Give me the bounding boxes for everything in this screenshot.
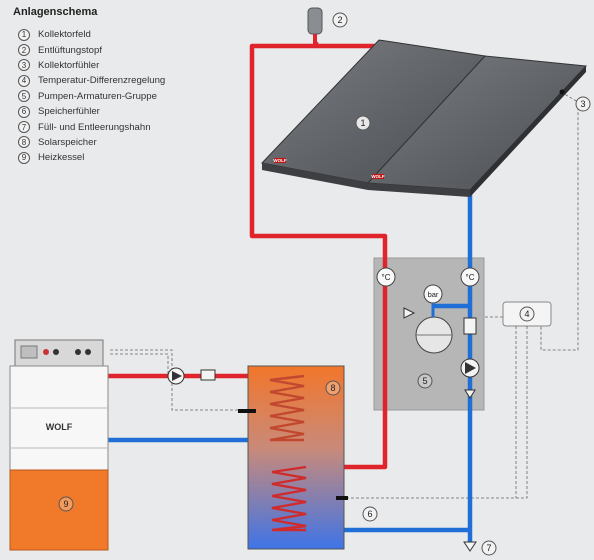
legend-item: 8 Solarspeicher xyxy=(18,135,165,150)
collector-brand-logo-2: WOLF xyxy=(371,174,384,179)
callout-9: 9 xyxy=(63,499,68,509)
legend-item: 1 Kollektorfeld xyxy=(18,27,165,42)
callout-6: 6 xyxy=(367,509,372,519)
legend-number: 7 xyxy=(18,121,30,134)
legend-label: Speicherfühler xyxy=(38,106,100,118)
legend-number: 8 xyxy=(18,136,30,149)
callout-1: 1 xyxy=(360,118,365,128)
legend-number: 9 xyxy=(18,151,30,164)
legend-item: 4 Temperatur-Differenzregelung xyxy=(18,73,165,88)
legend-list: 1 Kollektorfeld 2 Entlüftungstopf 3 Kollekt… xyxy=(18,27,165,166)
lower-heat-exchanger-coil xyxy=(271,465,307,532)
fill-drain-valve xyxy=(463,541,477,552)
temp-left-label: °C xyxy=(382,273,391,282)
check-valve xyxy=(464,389,476,399)
upper-heat-exchanger-coil xyxy=(269,374,305,442)
temp-right-label: °C xyxy=(466,273,475,282)
collector-brand-logo-1: WOLF xyxy=(273,158,286,163)
legend-label: Pumpen-Armaturen-Gruppe xyxy=(38,90,157,102)
flow-meter xyxy=(463,317,477,335)
legend-item: 3 Kollektorfühler xyxy=(18,58,165,73)
legend-label: Entlüftungstopf xyxy=(38,44,103,56)
legend-label: Kollektorfühler xyxy=(38,59,100,71)
legend-item: 9 Heizkessel xyxy=(18,150,165,165)
legend-number: 4 xyxy=(18,74,30,87)
legend-number: 2 xyxy=(18,44,30,57)
callout-3: 3 xyxy=(580,99,585,109)
callout-7: 7 xyxy=(486,543,491,553)
boiler-casing xyxy=(9,365,109,471)
callout-2: 2 xyxy=(337,15,342,25)
safety-valve xyxy=(403,307,416,319)
legend-item: 2 Entlüftungstopf xyxy=(18,42,165,57)
boiler-loop-valve xyxy=(200,369,216,381)
legend-label: Heizkessel xyxy=(38,152,85,164)
legend-item: 7 Füll- und Entleerungshahn xyxy=(18,119,165,134)
boiler-brand-logo: WOLF xyxy=(46,422,73,432)
callout-4: 4 xyxy=(524,309,529,319)
tank-sensor-lower xyxy=(336,496,348,500)
pressure-label: bar xyxy=(428,290,439,299)
tank-sensor-upper xyxy=(238,409,256,413)
legend-label: Solarspeicher xyxy=(38,136,97,148)
callout-5: 5 xyxy=(422,376,427,386)
boiler-base xyxy=(9,469,109,551)
schematic-title: Anlagenschema xyxy=(13,6,98,18)
callout-8: 8 xyxy=(330,383,335,393)
legend-label: Kollektorfeld xyxy=(38,29,91,41)
legend-item: 5 Pumpen-Armaturen-Gruppe xyxy=(18,89,165,104)
legend-item: 6 Speicherfühler xyxy=(18,104,165,119)
temperature-gauge-left xyxy=(376,267,396,287)
legend-label: Füll- und Entleerungshahn xyxy=(38,121,151,133)
legend-number: 6 xyxy=(18,105,30,118)
vent-pot xyxy=(307,7,323,35)
legend-number: 5 xyxy=(18,90,30,103)
legend-label: Temperatur-Differenzregelung xyxy=(38,75,166,87)
legend-number: 3 xyxy=(18,59,30,72)
temperature-gauge-right xyxy=(460,267,480,287)
legend-number: 1 xyxy=(18,28,30,41)
collector-field xyxy=(261,39,588,197)
